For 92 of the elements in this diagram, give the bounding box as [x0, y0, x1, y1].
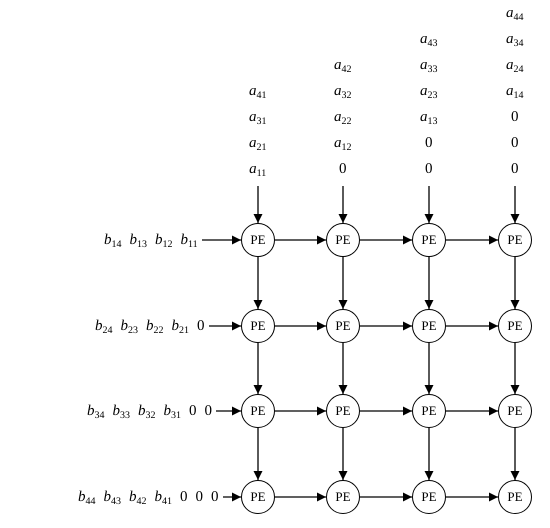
processing-element-circle: PE: [412, 309, 446, 343]
arrow: [275, 492, 326, 502]
arrow: [338, 428, 348, 480]
matrix-element: 0: [204, 402, 212, 421]
arrow: [253, 428, 263, 480]
matrix-element: a$_{11}$: [249, 160, 266, 181]
arrow: [338, 257, 348, 309]
matrix-element: a$_{13}$: [420, 108, 438, 129]
arrow: [360, 235, 412, 245]
processing-element-circle: PE: [412, 480, 446, 514]
arrow: [338, 343, 348, 394]
matrix-element: b$_{14}$: [104, 231, 122, 250]
processing-element-circle: PE: [412, 223, 446, 257]
arrow: [216, 406, 241, 416]
matrix-element: b$_{42}$: [129, 488, 146, 507]
arrow: [275, 406, 326, 416]
arrow: [510, 428, 520, 480]
matrix-element: 0: [511, 108, 518, 127]
arrow: [510, 257, 520, 309]
arrow: [360, 492, 412, 502]
arrow: [253, 343, 263, 394]
arrow: [223, 492, 241, 502]
matrix-element: a$_{12}$: [334, 134, 352, 155]
processing-element-circle: PE: [498, 480, 532, 514]
arrow: [424, 428, 434, 480]
matrix-element: 0: [197, 317, 204, 336]
matrix-element: a$_{21}$: [249, 134, 266, 155]
matrix-element: b$_{43}$: [104, 488, 121, 507]
matrix-element: b$_{11}$: [180, 231, 198, 250]
matrix-element: a$_{31}$: [249, 108, 266, 129]
matrix-element: b$_{34}$: [87, 402, 104, 421]
arrow: [424, 257, 434, 309]
processing-element-circle: PE: [498, 309, 532, 343]
matrix-element: 0: [211, 488, 218, 507]
arrow: [446, 321, 498, 331]
matrix-element: a$_{41}$: [249, 82, 266, 103]
matrix-element: b$_{33}$: [112, 402, 130, 421]
arrow: [202, 235, 241, 245]
matrix-element: b$_{31}$: [164, 402, 181, 421]
processing-element-circle: PE: [498, 223, 532, 257]
matrix-element: a$_{24}$: [506, 56, 524, 77]
processing-element-circle: PE: [326, 480, 360, 514]
processing-element-circle: PE: [498, 394, 532, 428]
processing-element-circle: PE: [241, 309, 275, 343]
arrow: [360, 406, 412, 416]
processing-element-circle: PE: [241, 394, 275, 428]
matrix-element: 0: [196, 488, 203, 507]
arrow: [275, 235, 326, 245]
arrow: [275, 321, 326, 331]
matrix-element: a$_{44}$: [506, 4, 524, 25]
matrix-element: b$_{32}$: [138, 402, 156, 421]
matrix-element: b$_{41}$: [154, 488, 172, 507]
arrow: [510, 186, 520, 223]
arrow: [424, 186, 434, 223]
arrow: [424, 343, 434, 394]
matrix-element: a$_{33}$: [420, 56, 438, 77]
arrow: [253, 257, 263, 309]
matrix-element: b$_{12}$: [155, 231, 172, 250]
arrow: [510, 343, 520, 394]
arrow: [360, 321, 412, 331]
matrix-element: a$_{23}$: [420, 82, 438, 103]
arrow: [338, 186, 348, 223]
matrix-element: a$_{43}$: [420, 30, 438, 51]
arrow: [253, 186, 263, 223]
matrix-element: b$_{13}$: [130, 231, 147, 250]
arrow: [446, 492, 498, 502]
matrix-element: 0: [180, 488, 188, 507]
arrow: [446, 235, 498, 245]
processing-element-circle: PE: [241, 223, 275, 257]
matrix-element: b$_{24}$: [95, 317, 112, 336]
arrow: [209, 321, 241, 331]
matrix-element: 0: [511, 134, 518, 153]
matrix-element: b$_{23}$: [120, 317, 138, 336]
matrix-element: 0: [189, 402, 196, 421]
matrix-element: 0: [511, 160, 518, 179]
processing-element-circle: PE: [326, 309, 360, 343]
matrix-element: b$_{22}$: [146, 317, 164, 336]
processing-element-circle: PE: [326, 223, 360, 257]
matrix-element: 0: [425, 134, 432, 153]
matrix-element: b$_{21}$: [172, 317, 189, 336]
matrix-element: a$_{34}$: [506, 30, 524, 51]
processing-element-circle: PE: [241, 480, 275, 514]
matrix-element: b$_{44}$: [78, 488, 96, 507]
processing-element-circle: PE: [326, 394, 360, 428]
matrix-element: 0: [339, 160, 346, 179]
processing-element-circle: PE: [412, 394, 446, 428]
matrix-element: a$_{32}$: [334, 82, 352, 103]
matrix-element: a$_{22}$: [334, 108, 352, 129]
matrix-element: 0: [425, 160, 432, 179]
matrix-element: a$_{14}$: [506, 82, 524, 103]
arrow: [446, 406, 498, 416]
matrix-element: a$_{42}$: [334, 56, 352, 77]
